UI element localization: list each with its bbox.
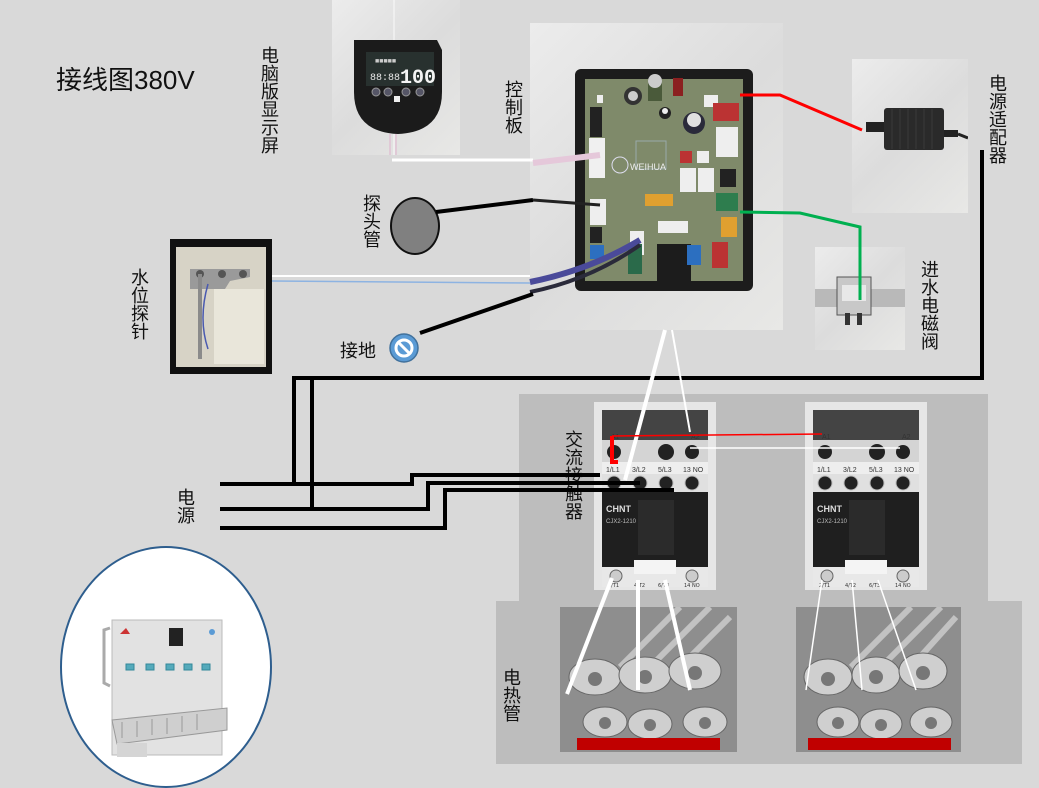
water-probe-wire-blue	[271, 280, 531, 284]
contactor-2: A1 A2 1/L1 3/L2 5/L3 13 NO CHNT CJX2-121…	[805, 402, 927, 590]
ground-wire	[419, 292, 534, 335]
contactor-2-t1: 2/T1	[819, 583, 830, 589]
power-source-label: 电源	[174, 488, 195, 524]
power-adapter-label: 电源适配器	[986, 74, 1007, 164]
diagram-title: 接线图380V	[56, 65, 195, 95]
contactor-2-l1: 1/L1	[817, 467, 831, 474]
display-left-digits: 88:88	[370, 73, 400, 84]
solenoid-valve-label: 进水电磁阀	[918, 260, 939, 350]
board-brand: WEIHUA	[630, 162, 666, 172]
contactor-1-a1: A1	[611, 434, 620, 441]
heater-bar-2	[808, 738, 951, 750]
product-image	[60, 546, 272, 788]
contactor-2-t3: 6/T3	[869, 583, 880, 589]
adapter-body	[884, 108, 944, 150]
contactor-1-t2: 4/T2	[634, 583, 645, 589]
green-connector	[716, 193, 738, 211]
display-board-label: 电脑版显示屏	[258, 46, 279, 154]
water-level-probe-photo	[170, 239, 272, 374]
contactor-1-l3: 5/L3	[658, 467, 672, 474]
svg-text:■■■■■: ■■■■■	[375, 58, 396, 65]
contactor-1-13no: 13 NO	[683, 467, 704, 474]
probe-wire	[435, 198, 534, 214]
probe-tube-label: 探头管	[360, 194, 381, 248]
control-board-label: 控制板	[502, 80, 523, 134]
contactor-2-brand: CHNT	[817, 504, 842, 514]
display-main-reading: 100	[400, 67, 436, 90]
ac-contactor-label: 交流接触器	[562, 430, 583, 520]
contactor-2-model: CJX2-1210	[817, 519, 848, 525]
probe-tube-icon	[390, 197, 440, 255]
contactor-2-t2: 4/T2	[845, 583, 856, 589]
contactor-1-l2: 3/L2	[632, 467, 646, 474]
control-board-photo: WEIHUA	[530, 23, 783, 330]
ground-icon	[388, 332, 420, 364]
contactor-2-14no: 14 NO	[895, 583, 911, 589]
contactor-1-l1: 1/L1	[606, 467, 620, 474]
heating-tube-photo-1	[560, 607, 737, 752]
contactor-1-a2: A2	[691, 434, 700, 441]
contactor-1-t1: 2/T1	[608, 583, 619, 589]
heater-bar-1	[577, 738, 720, 750]
contactor-1-model: CJX2-1210	[606, 519, 637, 525]
heating-tube-label: 电热管	[500, 668, 521, 722]
water-level-probe-label: 水位探针	[128, 268, 149, 340]
solenoid-valve-photo	[815, 247, 905, 350]
red-connector	[713, 103, 739, 121]
contactor-2-a1: A1	[822, 434, 831, 441]
ground-label: 接地	[340, 341, 376, 362]
contactor-1-t3: 6/T3	[658, 583, 669, 589]
contactor-2-13no: 13 NO	[894, 467, 915, 474]
contactor-1: A1 A2 1/L1 3/L2 5/L3 13 NO CHNT CJX2-121…	[594, 402, 716, 590]
contactor-1-14no: 14 NO	[684, 583, 700, 589]
contactor-2-l2: 3/L2	[843, 467, 857, 474]
heating-tube-photo-2	[796, 607, 961, 752]
contactor-1-brand: CHNT	[606, 504, 631, 514]
display-board-photo: ■■■■■ 88:88 100	[332, 0, 460, 155]
contactor-2-l3: 5/L3	[869, 467, 883, 474]
power-adapter-photo	[852, 59, 968, 213]
contactor-2-a2: A2	[902, 434, 911, 441]
